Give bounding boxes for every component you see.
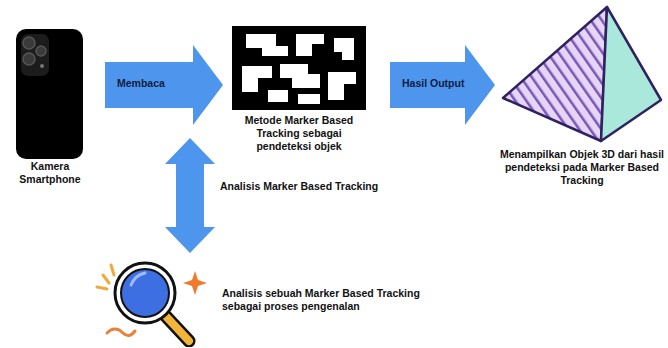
double-block-arrow — [165, 138, 215, 253]
pyramid-3d — [501, 4, 663, 144]
arrow-label: Analisis Marker Based Tracking — [220, 180, 380, 193]
analysis-node: Analisis sebuah Marker Based Tracking se… — [95, 255, 425, 347]
camera-node: Kamera Smartphone — [8, 28, 92, 186]
node-text: Metode Marker Based Tracking sebagai pen… — [228, 114, 370, 153]
object-3d-node: Menampilkan Objek 3D dari hasil pendetek… — [500, 4, 664, 187]
node-text: Analisis sebuah Marker Based Tracking se… — [222, 255, 425, 313]
block-arrow — [105, 45, 223, 125]
arrow-label: Membaca — [117, 77, 195, 90]
marker-node: Metode Marker Based Tracking sebagai pen… — [228, 26, 370, 153]
node-text: Menampilkan Objek 3D dari hasil pendetek… — [500, 148, 664, 187]
marker-pattern — [232, 26, 366, 110]
phone-icon — [15, 28, 85, 160]
block-arrow — [390, 45, 495, 125]
node-text: Kamera Smartphone — [8, 160, 92, 186]
arrow-label: Hasil Output — [402, 77, 467, 90]
magnifier-icon — [95, 255, 213, 347]
